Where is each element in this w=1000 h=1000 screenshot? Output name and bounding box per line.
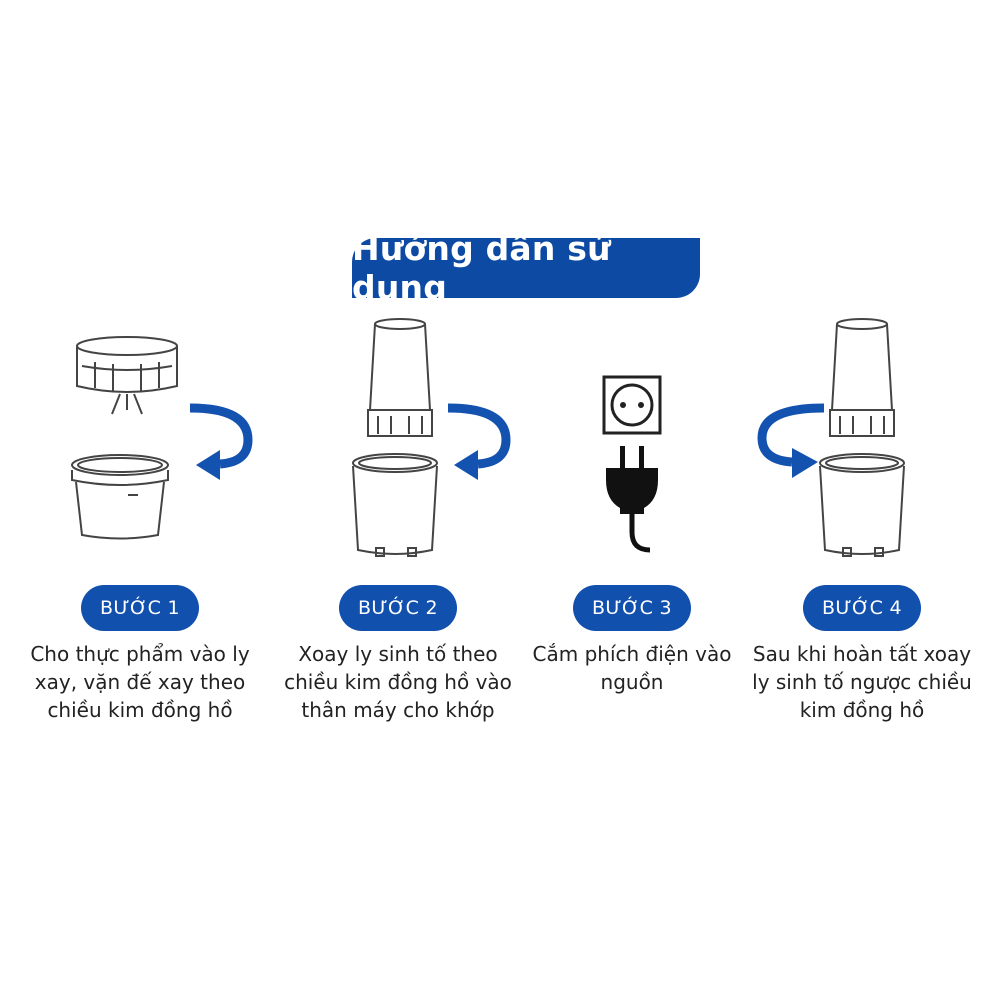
page-title: Hướng dẫn sử dụng — [352, 229, 700, 307]
step-badge: BƯỚC 4 — [803, 585, 921, 631]
socket-plug-illustration — [602, 375, 662, 553]
step-1: BƯỚC 1 Cho thực phẩm vào ly xay, vặn đế … — [20, 310, 260, 750]
cup-on-base-illustration — [352, 318, 438, 557]
step-description: Xoay ly sinh tố theo chiều kim đồng hồ v… — [284, 642, 512, 722]
step-3: BƯỚC 3 Cắm phích điện vào nguồn — [512, 310, 752, 750]
step-description: Cắm phích điện vào nguồn — [532, 642, 732, 694]
step-2: BƯỚC 2 Xoay ly sinh tố theo chiều kim đồ… — [278, 310, 518, 750]
step-badge: BƯỚC 3 — [573, 585, 691, 631]
cup-on-base-illustration — [819, 318, 905, 557]
step-description: Sau khi hoàn tất xoay ly sinh tố ngược c… — [752, 642, 972, 722]
step-description: Cho thực phẩm vào ly xay, vặn đế xay the… — [30, 642, 250, 722]
step-badge: BƯỚC 1 — [81, 585, 199, 631]
clockwise-arrow-icon — [447, 403, 511, 480]
counterclockwise-arrow-icon — [757, 403, 825, 478]
clockwise-arrow-icon — [189, 403, 253, 480]
step-4: BƯỚC 4 Sau khi hoàn tất xoay ly sinh tố … — [742, 310, 982, 750]
blender-base-cup-illustration — [71, 336, 178, 540]
step-badge: BƯỚC 2 — [339, 585, 457, 631]
